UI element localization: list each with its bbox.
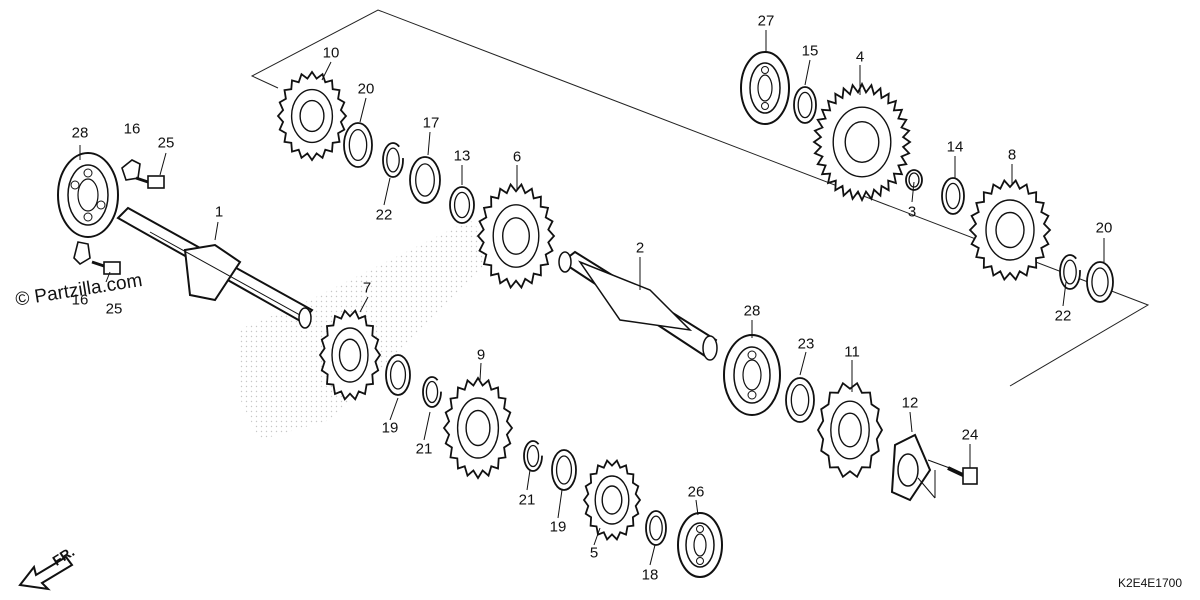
callout-25: 25 — [105, 300, 123, 318]
sprocket-11-icon — [816, 381, 884, 479]
callout-3: 3 — [907, 203, 917, 221]
circlip-22-icon — [1059, 254, 1081, 290]
callout-6: 6 — [512, 148, 522, 166]
callout-21: 21 — [415, 440, 433, 458]
gear-9-icon — [442, 376, 514, 480]
callout-25: 25 — [157, 134, 175, 152]
collar-23-icon — [785, 377, 815, 423]
bolt-icon — [135, 175, 165, 189]
callout-7: 7 — [362, 279, 372, 297]
gear-7-icon — [318, 309, 382, 401]
washer-20-icon — [1086, 261, 1114, 303]
washer-18-icon — [645, 510, 667, 546]
diagram-code: K2E4E1700 — [1117, 576, 1182, 590]
callout-13: 13 — [453, 147, 471, 165]
callout-5: 5 — [589, 544, 599, 562]
bearing-icon — [723, 334, 781, 416]
bolt-icon — [947, 466, 978, 485]
callout-15: 15 — [801, 42, 819, 60]
callout-26: 26 — [687, 483, 705, 501]
bolt-icon — [91, 260, 121, 275]
callout-22: 22 — [375, 206, 393, 224]
fixing-plate-icon — [890, 433, 956, 502]
callout-11: 11 — [844, 343, 860, 361]
gear-4-icon — [812, 81, 912, 203]
bearing-icon — [57, 152, 119, 238]
washer-17-icon — [409, 156, 441, 204]
callout-1: 1 — [214, 203, 224, 221]
front-arrow-icon — [18, 555, 74, 591]
washer-15-icon — [793, 86, 817, 124]
circlip-21-icon — [422, 376, 442, 408]
callout-19: 19 — [381, 419, 399, 437]
washer-20-icon — [343, 122, 373, 168]
callout-20: 20 — [1095, 219, 1113, 237]
callout-8: 8 — [1007, 146, 1017, 164]
ring-group — [343, 86, 1114, 546]
gear-8-icon — [968, 178, 1052, 282]
washer-19-icon — [385, 354, 411, 396]
plate-icon — [73, 241, 91, 266]
callout-20: 20 — [357, 80, 375, 98]
callout-16: 16 — [123, 120, 141, 138]
callout-21: 21 — [518, 491, 536, 509]
callout-10: 10 — [322, 44, 340, 62]
callout-16: 16 — [71, 291, 89, 309]
callout-28: 28 — [71, 124, 89, 142]
collar-13-icon — [449, 186, 475, 224]
callout-14: 14 — [946, 138, 964, 156]
bearing-icon — [740, 51, 790, 125]
assembly-outline — [250, 9, 1150, 387]
callout-19: 19 — [549, 518, 567, 536]
callout-12: 12 — [901, 394, 919, 412]
callout-4: 4 — [855, 48, 865, 66]
callout-17: 17 — [422, 114, 440, 132]
washer-14-icon — [941, 177, 965, 215]
circlip-22-icon — [382, 142, 404, 178]
circlip-21-icon — [523, 440, 543, 472]
callout-28: 28 — [743, 302, 761, 320]
gear-10-icon — [276, 70, 348, 162]
gear-group — [276, 70, 1052, 541]
bearing-icon — [677, 512, 723, 578]
callout-22: 22 — [1054, 307, 1072, 325]
callout-2: 2 — [635, 239, 645, 257]
callout-27: 27 — [757, 12, 775, 30]
mainshaft-icon — [116, 206, 314, 329]
callout-18: 18 — [641, 566, 659, 584]
countershaft-icon — [558, 250, 718, 361]
gear-6-icon — [476, 182, 556, 290]
callout-9: 9 — [476, 346, 486, 364]
callout-24: 24 — [961, 426, 979, 444]
plate-icon — [121, 159, 141, 181]
washer-19-icon — [551, 449, 577, 491]
callout-23: 23 — [797, 335, 815, 353]
gear-5-icon — [582, 459, 642, 541]
leader-lines — [79, 30, 1105, 566]
